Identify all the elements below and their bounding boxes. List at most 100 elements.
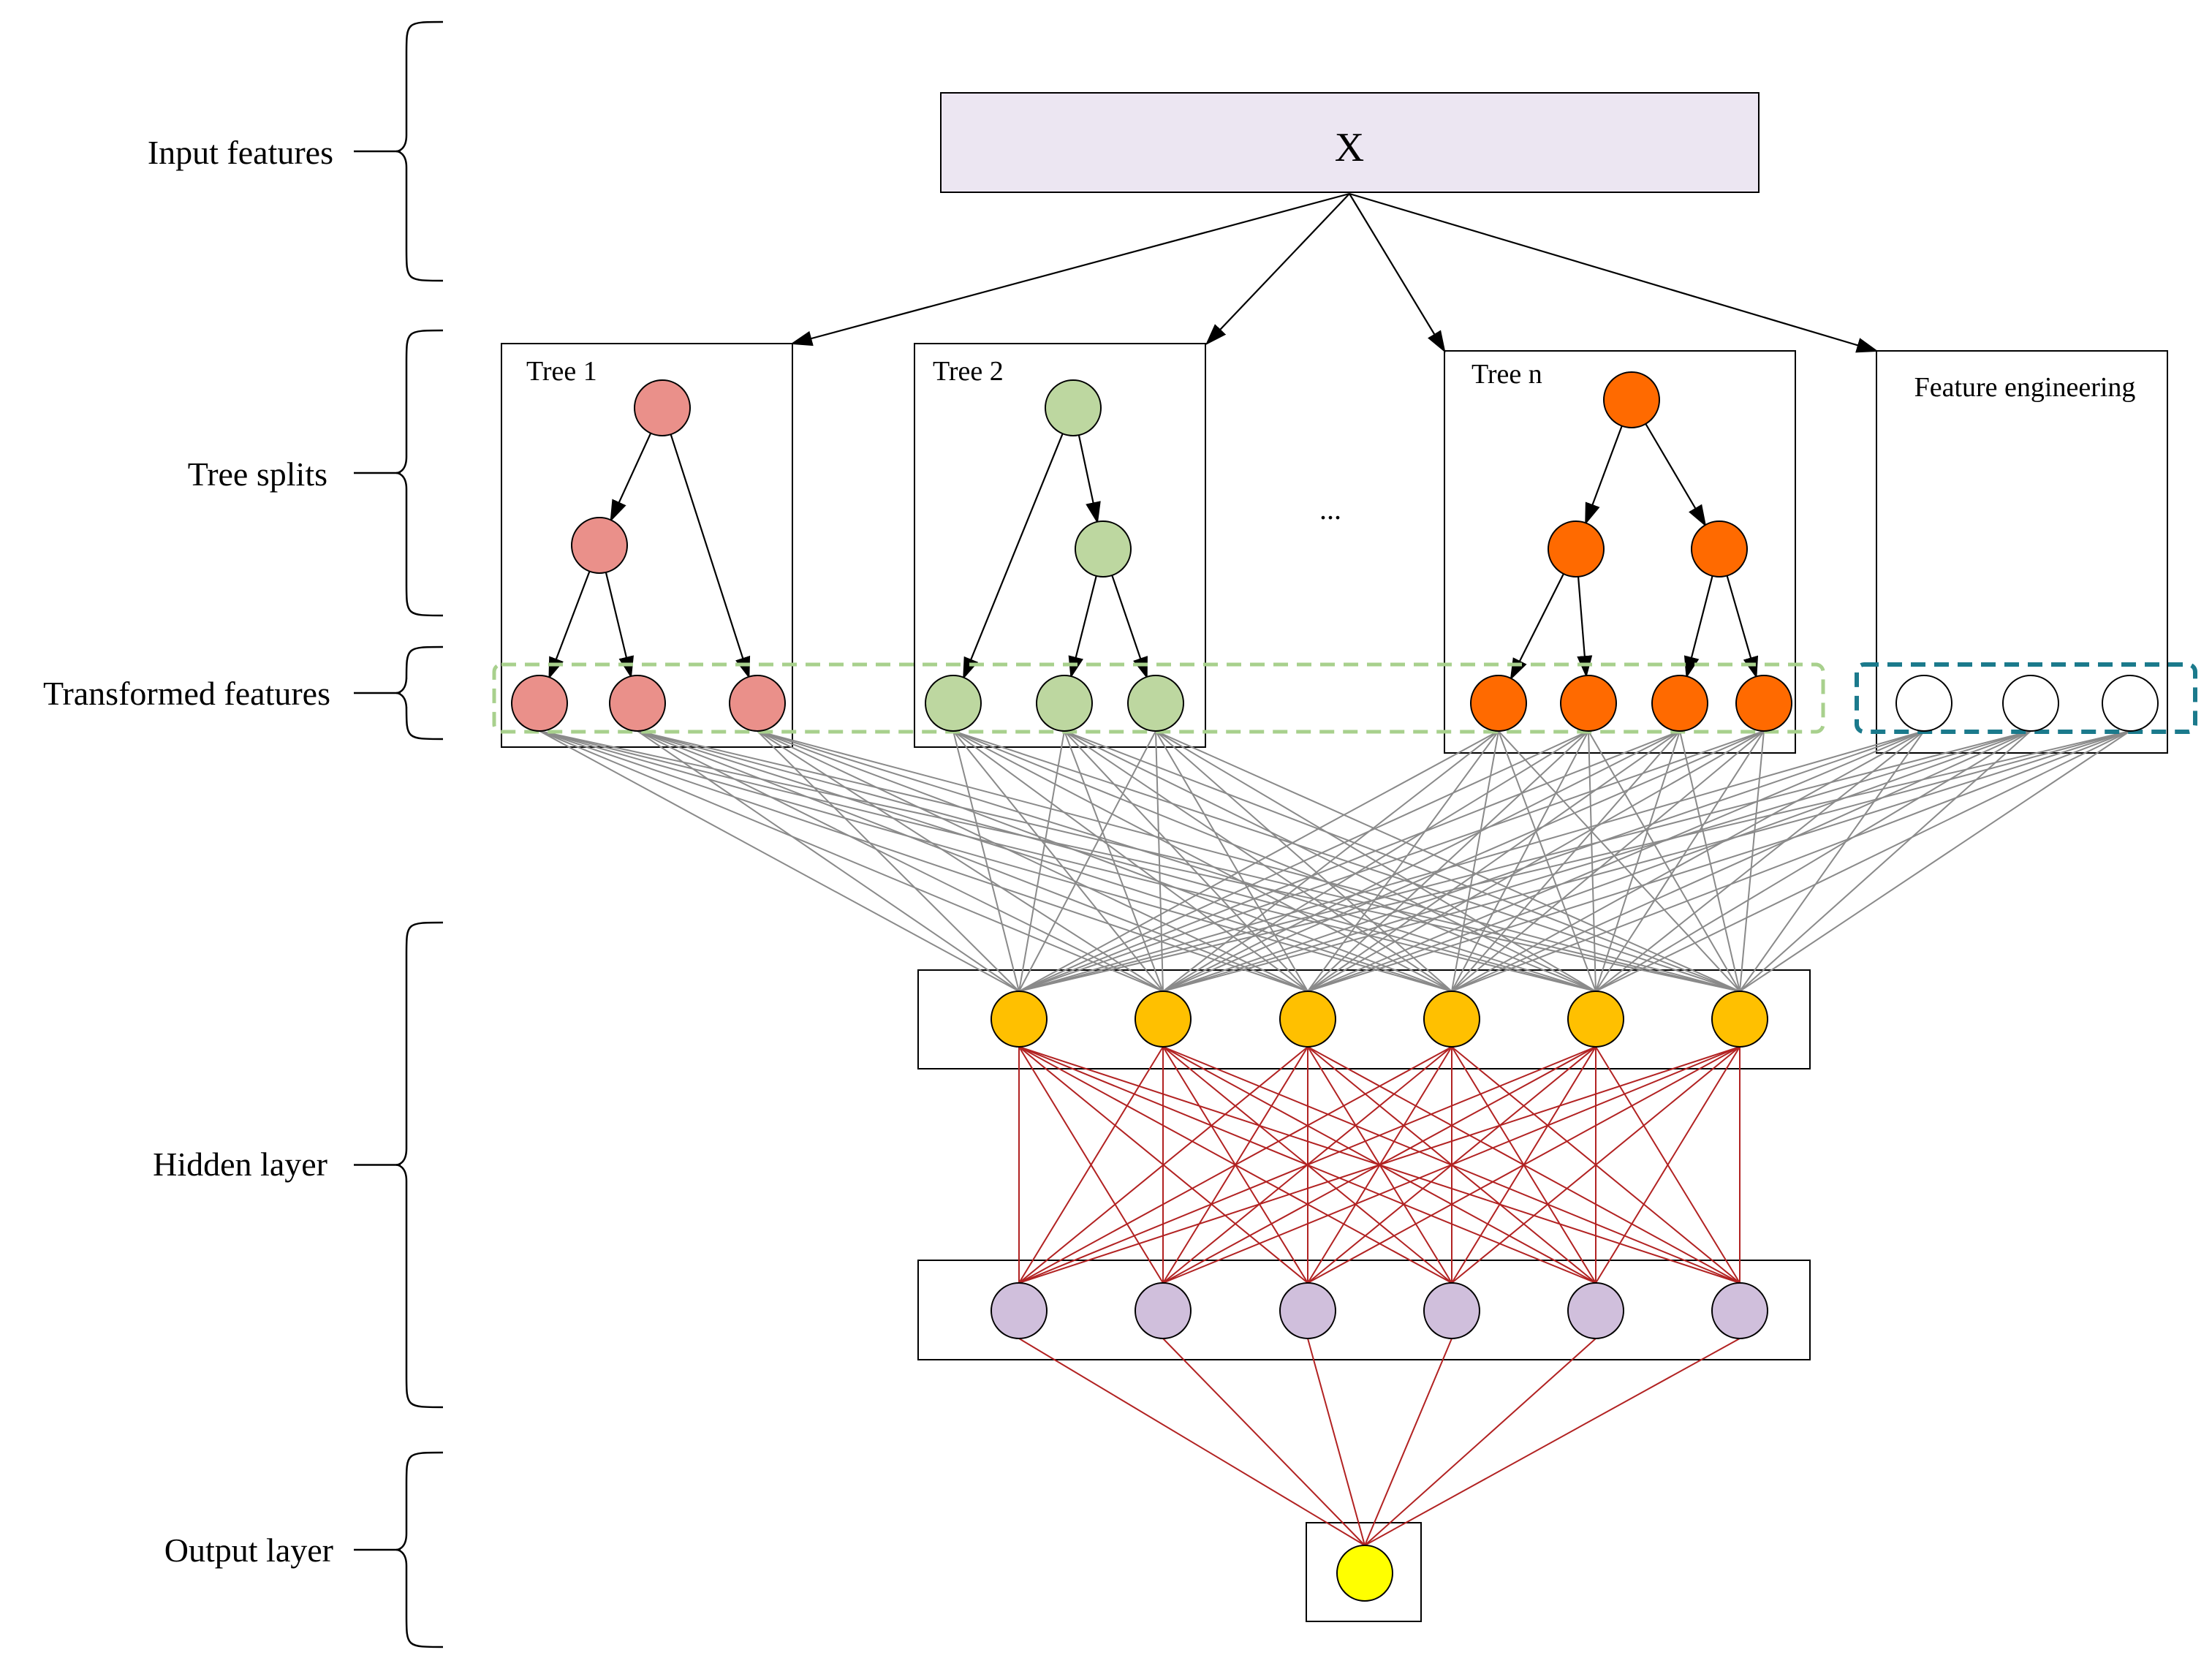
feature-hidden-edge [1451,730,1499,992]
feature-hidden-edge [1498,730,1596,992]
feature-hidden-edge [637,730,1741,992]
hidden-output-edge [1364,1338,1596,1546]
feature-hidden-edge [1018,730,1925,992]
feature-hidden-edge [1595,730,2131,992]
feature-hidden-edge [1739,730,1925,992]
feature-hidden-edge [1307,730,1589,992]
tree-1-split-node [571,517,628,574]
tree-n-edge [1683,575,1713,679]
row-label-output-layer: Output layer [164,1531,333,1569]
tree-1-split-node [634,379,691,436]
tree-1-label: Tree 1 [526,356,597,387]
trees-ellipsis: ... [1319,493,1341,526]
feature-hidden-edge [1307,730,1681,992]
tree-n-split-node [1548,520,1605,578]
feature-hidden-edge [1155,730,1308,992]
feature-hidden-edge [539,730,1596,992]
hidden-layer-brace [395,921,444,1409]
feature-hidden-edge [1588,730,1596,992]
feature-hidden-edge [1162,730,1765,992]
hidden-to-hidden-and-output-edges [1018,1046,1741,1546]
feature-hidden-edge [1595,730,1765,992]
feature-hidden-edge [1451,730,1589,992]
tree-2-leaf-node [1127,675,1184,732]
hidden-layer-2-node [1279,1282,1336,1339]
tree-n-split-node [1691,520,1748,578]
hidden-layer-1-node [1423,991,1480,1048]
feature-hidden-edge [637,730,1452,992]
feature-hidden-edge [757,730,1308,992]
feature-hidden-edge [1064,730,1164,992]
feature-hidden-edge [1018,730,2031,992]
feature-hidden-edge [1162,730,2031,992]
feature-hidden-edge [1018,730,1065,992]
input-features-brace [395,20,444,282]
row-labels: Input features Tree splits Transformed f… [43,134,333,1569]
feature-hidden-edge [1739,730,1765,992]
hidden-hidden-edge [1018,1046,1164,1284]
feature-hidden-edge [1451,730,1765,992]
hidden-output-edge [1364,1338,1741,1546]
feature-hidden-edge [637,730,1308,992]
tree-2-edge [1111,575,1148,679]
tree-n-leaf-node [1651,675,1708,732]
feature-hidden-edge [1018,730,1156,992]
hidden-hidden-edge [1018,1046,1741,1284]
row-label-transformed-features: Transformed features [43,675,330,712]
hidden-layer-1-node [1279,991,1336,1048]
hidden-output-edge [1162,1338,1366,1546]
feature-to-hidden-edges [539,730,2131,992]
tree-2-leaf-node [925,675,982,732]
hidden-hidden-edge [1595,1046,1741,1284]
hidden-layer-2-node [1423,1282,1480,1339]
hidden-output-edge [1364,1338,1452,1546]
tree-n-label: Tree n [1471,359,1542,390]
tree-1-leaf-node [511,675,568,732]
feature-hidden-edge [539,730,1164,992]
feature-hidden-edge [539,730,1308,992]
hidden-hidden-edge [1018,1046,1308,1284]
hidden-hidden-edge [1018,1046,1452,1284]
feature-hidden-edge [1588,730,1741,992]
hidden-layer-1-node [1135,991,1192,1048]
tree-1-edge [605,572,634,678]
hidden-layer-1-node [991,991,1048,1048]
input-feature-box [940,92,1760,193]
feature-hidden-edge [757,730,1452,992]
hidden-hidden-edge [1018,1046,1596,1284]
tree-n-edge [1510,573,1564,681]
feature-hidden-edge [1739,730,2131,992]
feature-hidden-edge [952,730,1596,992]
feature-hidden-edge [1018,730,1499,992]
tree-n-edge [1585,425,1623,526]
feature-hidden-edge [1155,730,1164,992]
feature-hidden-edge [1451,730,2031,992]
output-node [1336,1545,1393,1602]
tree-2-edge [1077,434,1101,524]
feature-hidden-edge [1162,730,2131,992]
feature-hidden-edge [1018,730,1765,992]
input-to-tree-arrows [790,192,1879,353]
tree-2-label: Tree 2 [933,356,1004,387]
input-arrow-feature-engineering [1349,192,1879,353]
transformed-features-highlight [492,662,1825,734]
hidden-layer-2-frame [917,1260,1811,1360]
frame-captions: Tree 1 Tree 2 Tree n Feature engineering… [526,356,2135,526]
tree-n-edge [1726,575,1759,679]
input-box: X [940,92,1760,193]
feature-hidden-edge [1498,730,1741,992]
feature-hidden-edge [1679,730,1741,992]
input-arrow-tree-2 [1205,193,1350,346]
feature-hidden-edge [1018,730,1589,992]
hidden-layer-2-node [1135,1282,1192,1339]
tree-1-edge [548,571,591,680]
engineered-feature-node [1895,675,1952,732]
feature-hidden-edge [637,730,1164,992]
tree-2-leaf-node [1036,675,1093,732]
feature-hidden-edge [952,730,1741,992]
feature-hidden-edge [1307,730,1925,992]
hidden-layer-2-node [991,1282,1048,1339]
tree-n-split-node [1603,371,1660,428]
hidden-hidden-edge [1307,1046,1741,1284]
tree-2-split-node [1075,520,1132,578]
